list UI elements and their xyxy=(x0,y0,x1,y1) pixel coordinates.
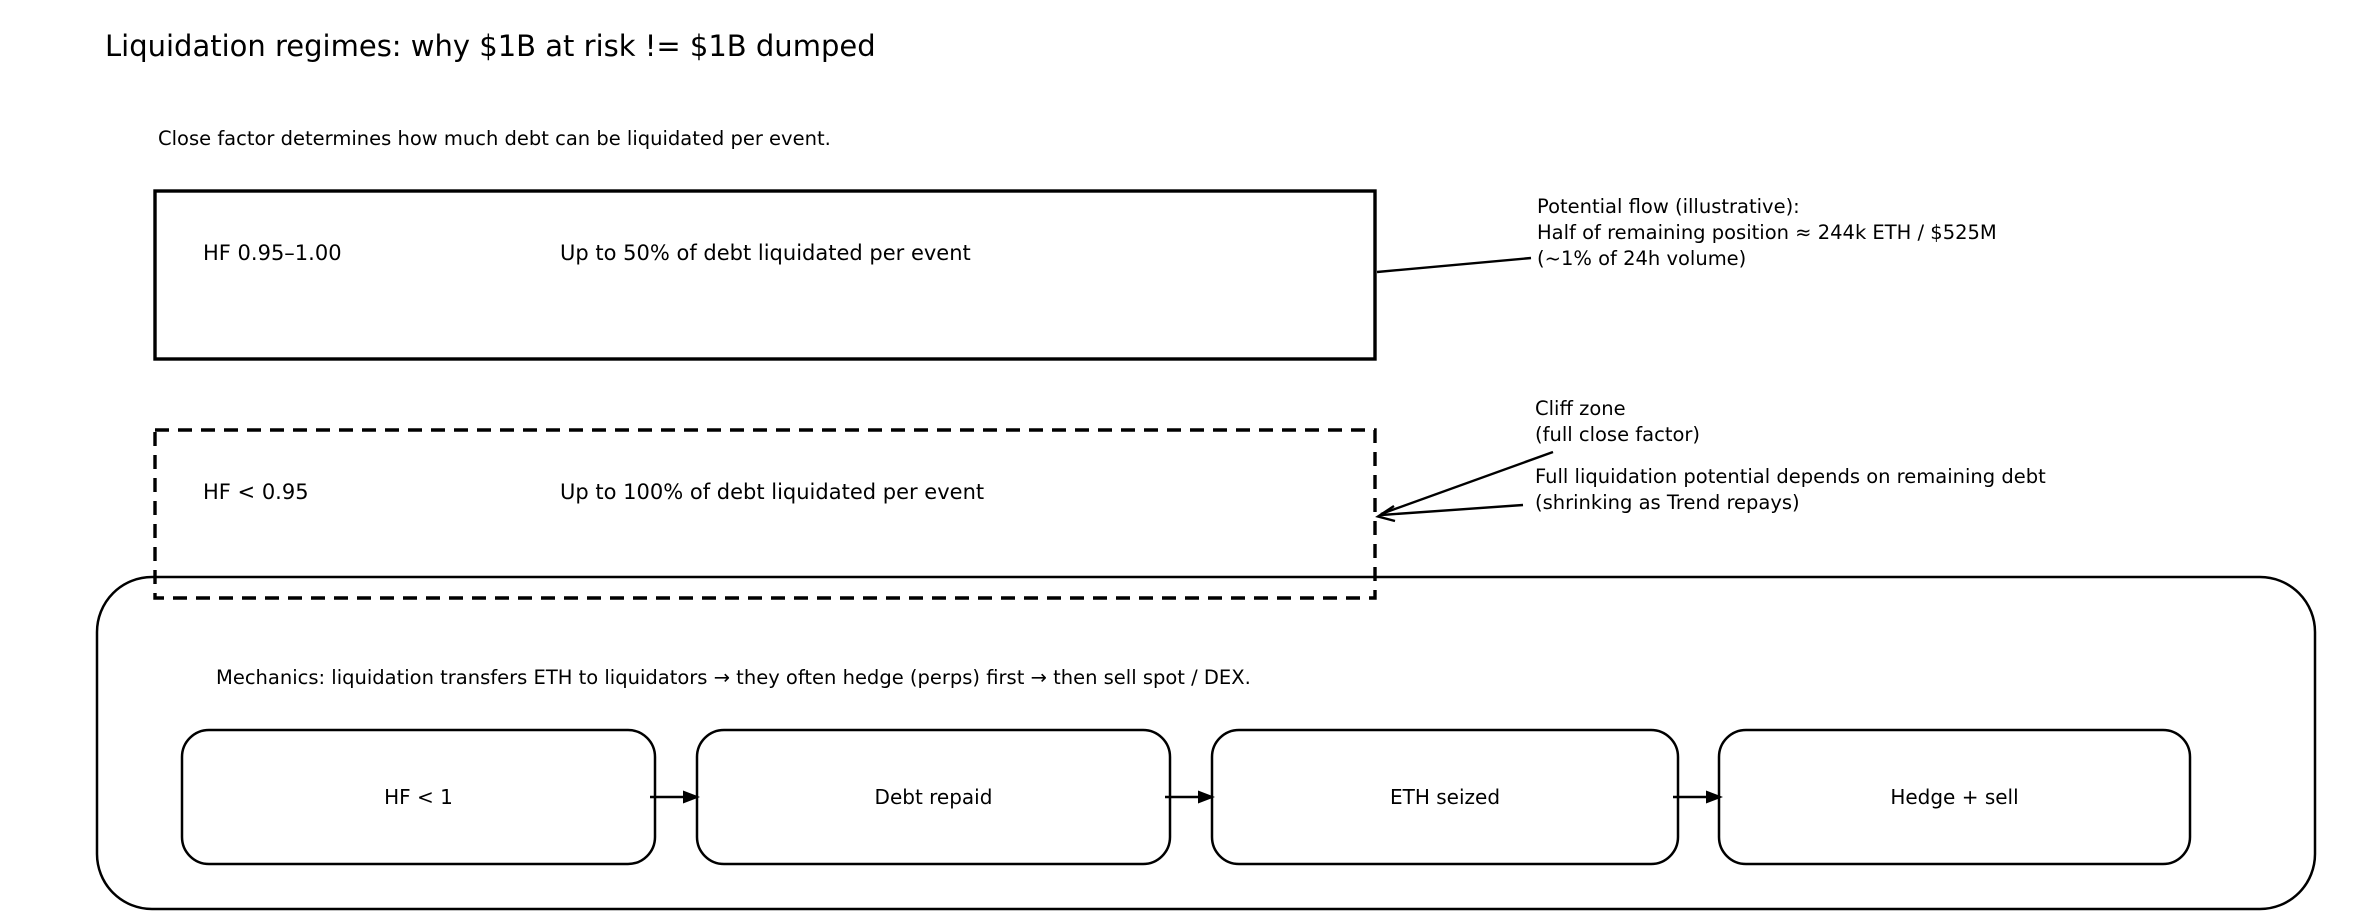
regime-box-dashed xyxy=(153,428,1377,600)
callout-cliff-zone-line2: (full close factor) xyxy=(1535,423,1701,446)
close-factor-subtitle: Close factor determines how much debt ca… xyxy=(158,127,831,150)
connector-potential-flow xyxy=(1376,256,1532,274)
callout-full-liquidation-line1: Full liquidation potential depends on re… xyxy=(1535,465,2046,488)
connector-cliff-zone xyxy=(1380,450,1554,516)
flow-arrow-2-icon xyxy=(1165,790,1215,804)
regime1-hf-range-label: HF 0.95–1.00 xyxy=(203,241,342,265)
callout-full-liquidation: Full liquidation potential depends on re… xyxy=(1535,464,2046,516)
regime-box-solid xyxy=(153,189,1377,361)
flow-step-label-debt: Debt repaid xyxy=(874,785,993,809)
flow-step-label-eth: ETH seized xyxy=(1389,785,1501,809)
regime2-hf-range-label: HF < 0.95 xyxy=(203,480,309,504)
flow-arrow-1-icon xyxy=(650,790,700,804)
flow-arrow-3-icon xyxy=(1673,790,1723,804)
callout-potential-flow-line3: (~1% of 24h volume) xyxy=(1537,247,1747,270)
callout-potential-flow: Potential flow (illustrative): Half of r… xyxy=(1537,194,1997,272)
mechanics-caption: Mechanics: liquidation transfers ETH to … xyxy=(216,666,1251,689)
flow-step-label-hf: HF < 1 xyxy=(384,785,453,809)
callout-potential-flow-line2: Half of remaining position ≈ 244k ETH / … xyxy=(1537,221,1997,244)
callout-full-liquidation-line2: (shrinking as Trend repays) xyxy=(1535,491,1800,514)
regime1-rule-label: Up to 50% of debt liquidated per event xyxy=(560,241,971,265)
callout-cliff-zone: Cliff zone (full close factor) xyxy=(1535,396,1700,448)
callout-potential-flow-line1: Potential flow (illustrative): xyxy=(1537,195,1800,218)
connector-full-liquidation xyxy=(1380,503,1524,517)
left-arrowhead-icon xyxy=(1375,504,1396,523)
page-title: Liquidation regimes: why $1B at risk != … xyxy=(105,29,876,63)
flow-step-label-hedge: Hedge + sell xyxy=(1890,785,2019,809)
callout-cliff-zone-line1: Cliff zone xyxy=(1535,397,1626,420)
regime2-rule-label: Up to 100% of debt liquidated per event xyxy=(560,480,985,504)
mechanics-panel xyxy=(95,575,2317,911)
